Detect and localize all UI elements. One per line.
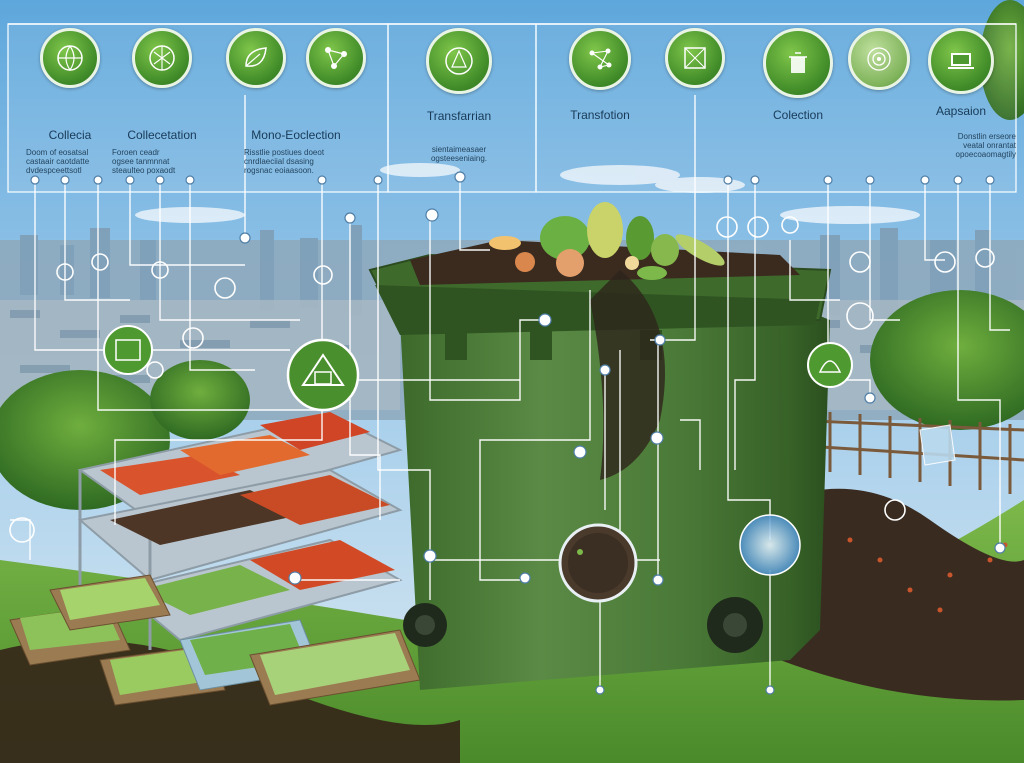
fence	[789, 410, 1024, 494]
circuit-lines	[10, 95, 1010, 690]
panel-description: Donstlin erseore veatal onrantat opoecoa…	[955, 132, 1016, 159]
panel-title: Aapsaion	[935, 104, 987, 118]
magnifier-soil	[558, 523, 638, 603]
globe-leaf-icon	[40, 28, 100, 88]
panel-description: Risstlie postiues doeot cnrdlaeciial dsa…	[244, 148, 325, 175]
panel-transfotion: Transfotion	[558, 28, 642, 122]
panel-collecia: Collecia Doom of eosatsal castaair caotd…	[26, 28, 114, 175]
panel-title: Colection	[772, 108, 824, 122]
glass-cube	[919, 424, 956, 466]
laptop-icon	[928, 28, 994, 94]
glowing-orb	[739, 514, 801, 576]
panel-aapsaion: Aapsaion Donstlin erseore veatal onranta…	[906, 28, 1016, 159]
trees	[0, 0, 1024, 510]
box-frame-icon	[665, 28, 725, 88]
panel-description: Foroen ceadr ogsee tanmnnat steaulteo po…	[112, 148, 176, 175]
panel-title: Transfotion	[570, 108, 630, 122]
panel-collecetation: Collecetation Foroen ceadr ogsee tanmnna…	[112, 28, 212, 175]
compost-bin-icon	[763, 28, 833, 98]
panel-transfarrian: Transfarrian sientaimeasaer ogsteeseniai…	[400, 28, 518, 163]
leaf-network-icon	[226, 28, 286, 88]
scene-ring-icons	[9, 216, 995, 543]
scene-green-badges	[103, 325, 853, 412]
panel-description: Doom of eosatsal castaair caotdatte dvde…	[26, 148, 90, 175]
network-leaf-icon	[132, 28, 192, 88]
panel-target-leaf	[846, 28, 912, 90]
panel-description: sientaimeasaer ogsteeseniaing.	[430, 145, 488, 163]
panel-title: Collecetation	[127, 128, 197, 142]
target-leaf-icon	[848, 28, 910, 90]
panel-box-frame	[664, 28, 726, 88]
compost-bin	[368, 202, 832, 690]
panel-mono-eoclection: Mono-Eoclection Risstlie postiues doeot …	[216, 28, 376, 175]
vegetable-shelves	[77, 412, 403, 650]
connector-nodes	[30, 171, 1006, 695]
compost-pile-right	[780, 488, 1024, 701]
panel-title: Collecia	[48, 128, 92, 142]
transform-nodes-icon	[426, 28, 492, 94]
panel-colection: Colection	[756, 28, 840, 122]
crates	[9, 574, 421, 706]
panel-title: Transfarrian	[426, 109, 492, 123]
panel-title: Mono-Eoclection	[251, 128, 341, 142]
graph-nodes-icon	[569, 28, 631, 90]
graph-node-icon	[306, 28, 366, 88]
